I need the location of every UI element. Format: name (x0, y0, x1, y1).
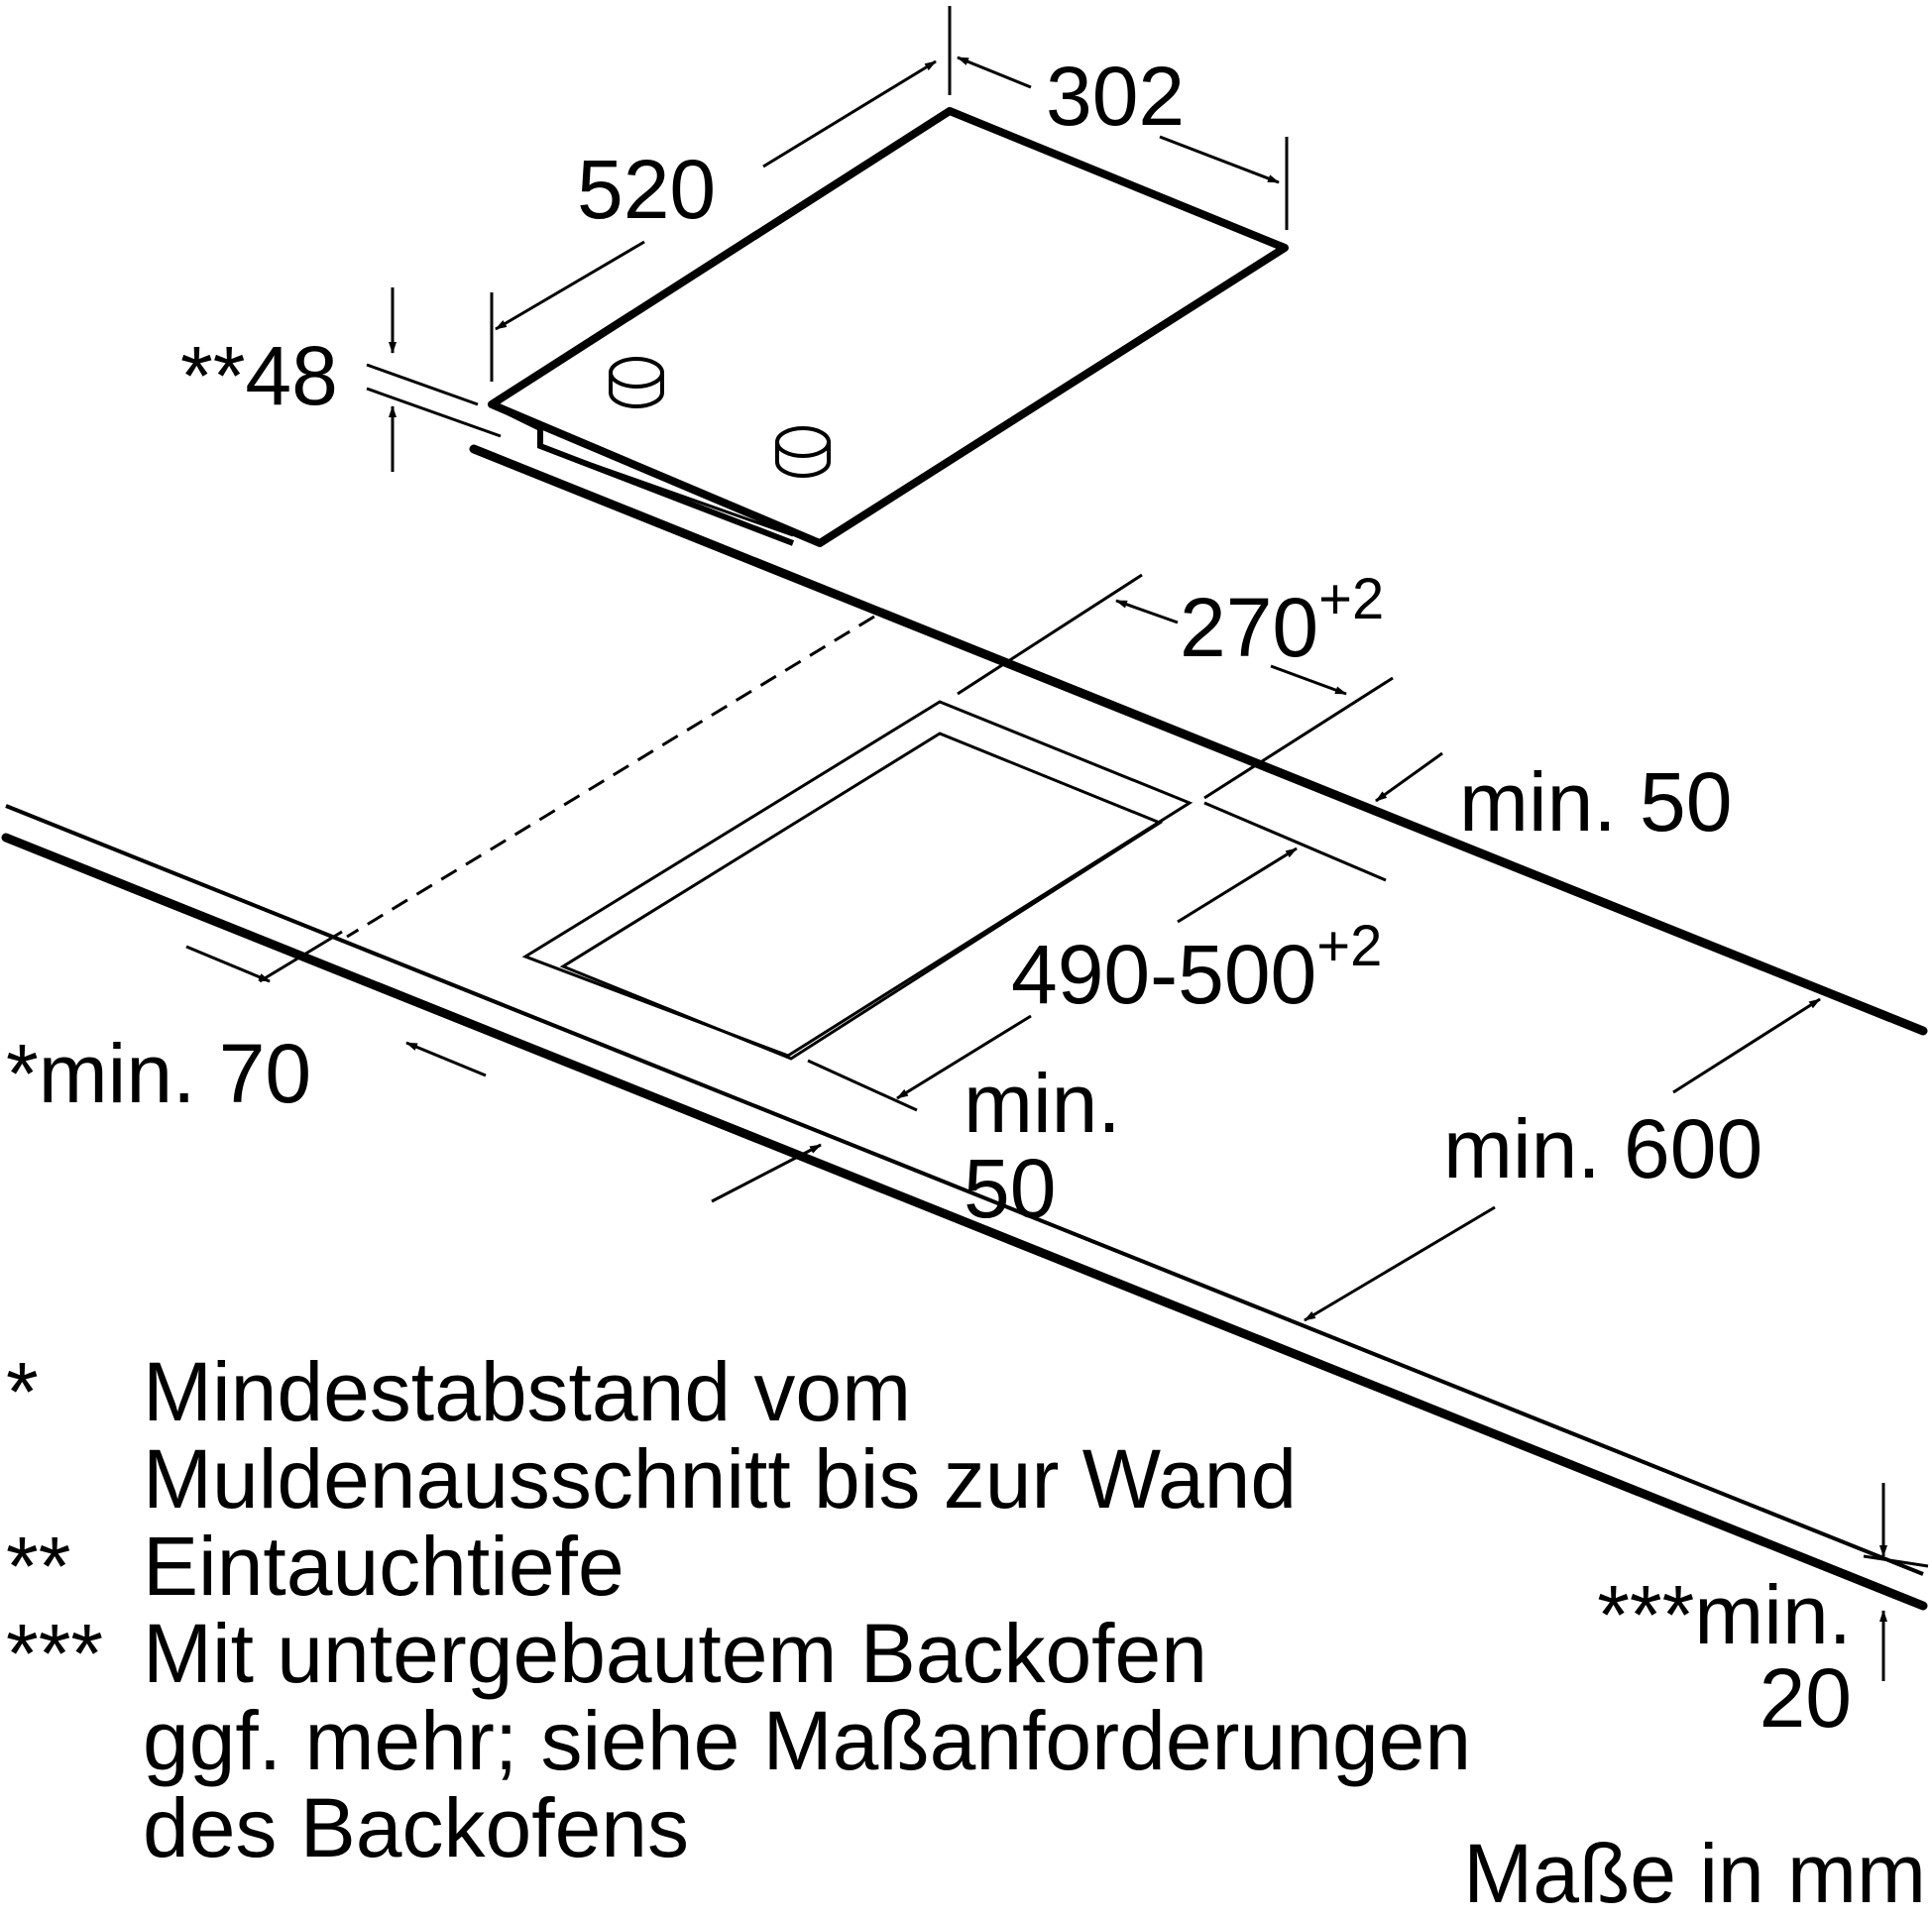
footnote-1-mark: * (6, 1345, 39, 1438)
arrow-270b (1270, 664, 1347, 696)
label-min20-line1: ***min. (1597, 1568, 1852, 1661)
hob-appliance (488, 107, 1289, 547)
arrow-520b (495, 240, 645, 331)
hob-top-plate (488, 107, 1289, 547)
cutout-inner (559, 732, 1164, 1061)
footnote-2-mark: ** (6, 1520, 71, 1613)
footnote-2: ** Eintauchtiefe (0, 1523, 1471, 1610)
footnote-3-mark: *** (6, 1607, 104, 1700)
footnote-3-line-3: des Backofens (143, 1781, 690, 1874)
label-min70: *min. 70 (6, 1027, 311, 1120)
arrow-270a (1115, 599, 1179, 624)
arrow-min50-front (711, 1143, 822, 1203)
wall-line-dashed (346, 615, 875, 939)
footnote-3-line-2: ggf. mehr; siehe Maßanforderungen (143, 1694, 1472, 1787)
worktop-cutout (521, 700, 1193, 1061)
arrow-min600a (1672, 997, 1821, 1094)
label-490-value: 490-500 (1011, 928, 1316, 1021)
arrow-min50-right (1375, 751, 1443, 803)
control-knob-2 (775, 426, 831, 478)
footnote-3: *** Mit untergebautem Backofen ggf. mehr… (0, 1610, 1471, 1871)
label-min600: min. 600 (1443, 1102, 1762, 1195)
label-48: **48 (180, 329, 338, 422)
worktop (1, 444, 1928, 1611)
dimension-arrows (185, 56, 1887, 1681)
label-min50-front-line1: min. (964, 1057, 1121, 1150)
label-min50-front-line2: 50 (964, 1142, 1056, 1235)
label-302: 302 (1046, 50, 1185, 143)
label-270-value: 270 (1180, 581, 1318, 674)
arrow-490a (1177, 847, 1298, 924)
footnote-1-line-2: Muldenausschnitt bis zur Wand (143, 1432, 1298, 1525)
footnote-3-line-1: Mit untergebautem Backofen (143, 1607, 1207, 1700)
footnotes: * Mindestabstand vom Muldenausschnitt bi… (0, 1348, 1471, 1871)
extension-lines (259, 6, 1929, 1568)
label-min20-line2: 20 (1760, 1651, 1852, 1745)
label-min50-right: min. 50 (1459, 755, 1732, 848)
arrow-min600b (1304, 1205, 1496, 1322)
worktop-back-edge (469, 444, 1928, 1036)
label-270: 270+2 (1180, 567, 1384, 674)
footnote-1-line-1: Mindestabstand vom (143, 1345, 912, 1438)
arrow-520 (762, 59, 937, 169)
control-knob-1 (609, 357, 664, 408)
label-490-500: 490-500+2 (1011, 914, 1382, 1021)
units-label: Maße in mm (1463, 1827, 1926, 1920)
worktop-front-bottom-edge (1, 833, 1928, 1611)
footnote-2-line-1: Eintauchtiefe (143, 1520, 625, 1613)
cutout-outer (521, 700, 1193, 1058)
arrow-490b (896, 1014, 1032, 1100)
arrow-302b (1159, 135, 1280, 184)
label-520: 520 (577, 143, 716, 236)
dimension-labels: 302 520 **48 270+2 min. 50 490-500+2 *mi… (6, 50, 1852, 1745)
worktop-front-top-edge (5, 804, 1924, 1576)
arrow-min70b (405, 1041, 487, 1077)
footnote-1: * Mindestabstand vom Muldenausschnitt bi… (0, 1348, 1471, 1523)
arrow-min70a (185, 945, 271, 983)
hob-body-edge (490, 401, 795, 546)
label-270-tol: +2 (1318, 567, 1384, 631)
label-490-tol: +2 (1316, 914, 1382, 978)
arrow-302a (957, 56, 1032, 89)
